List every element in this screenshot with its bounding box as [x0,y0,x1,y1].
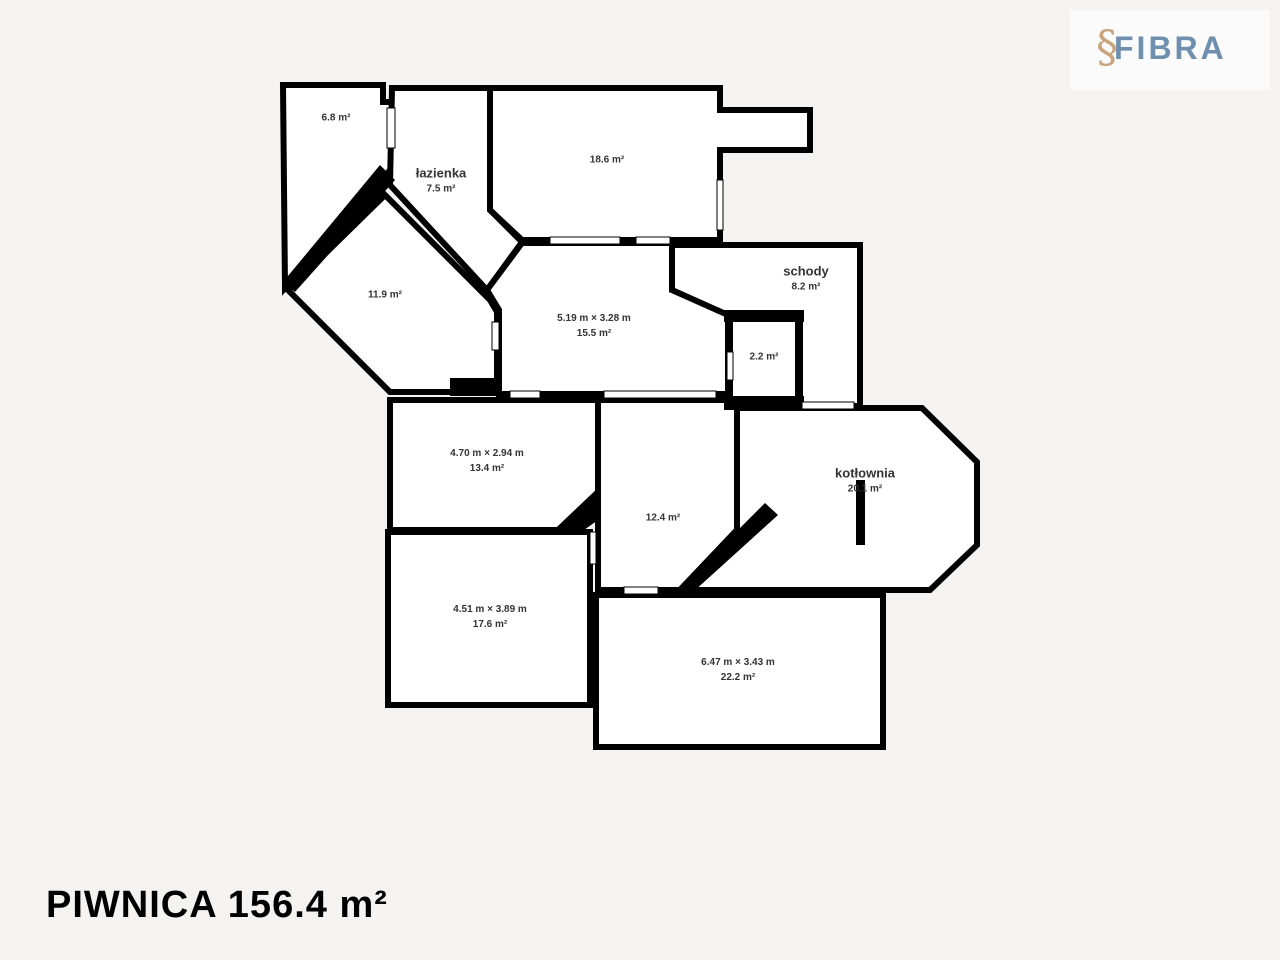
room-17-6 [385,529,593,708]
room-label: 12.4 m² [645,512,681,524]
thick-wall [283,165,395,292]
door [603,390,717,399]
logo-text: FIBRA [1114,30,1227,66]
boiler-bar [856,480,865,545]
room-label: 6.8 m² [321,112,351,124]
room-kotlownia [673,405,980,593]
room-label: 2.2 m² [749,351,779,363]
room-22-2 [593,592,886,750]
room-18-6 [487,85,813,243]
door [509,390,541,399]
door [716,179,724,231]
floor-title: PIWNICA 156.4 m² [46,884,388,926]
door [549,236,621,245]
room-label: 11.9 m² [368,289,402,301]
door [589,531,597,565]
room-label: 18.6 m² [589,154,625,166]
door [801,401,855,410]
thick-wall [450,378,496,396]
thick-wall [724,310,804,322]
fibra-logo: § FIBRA [1070,10,1270,90]
diagonal-wall [676,503,778,592]
logo-mark-icon: § [1096,22,1118,73]
door [491,321,500,351]
thick-wall [724,396,804,410]
door [623,586,659,595]
door [635,236,671,245]
door [386,107,396,149]
door [726,351,734,381]
thick-wall [556,490,598,530]
